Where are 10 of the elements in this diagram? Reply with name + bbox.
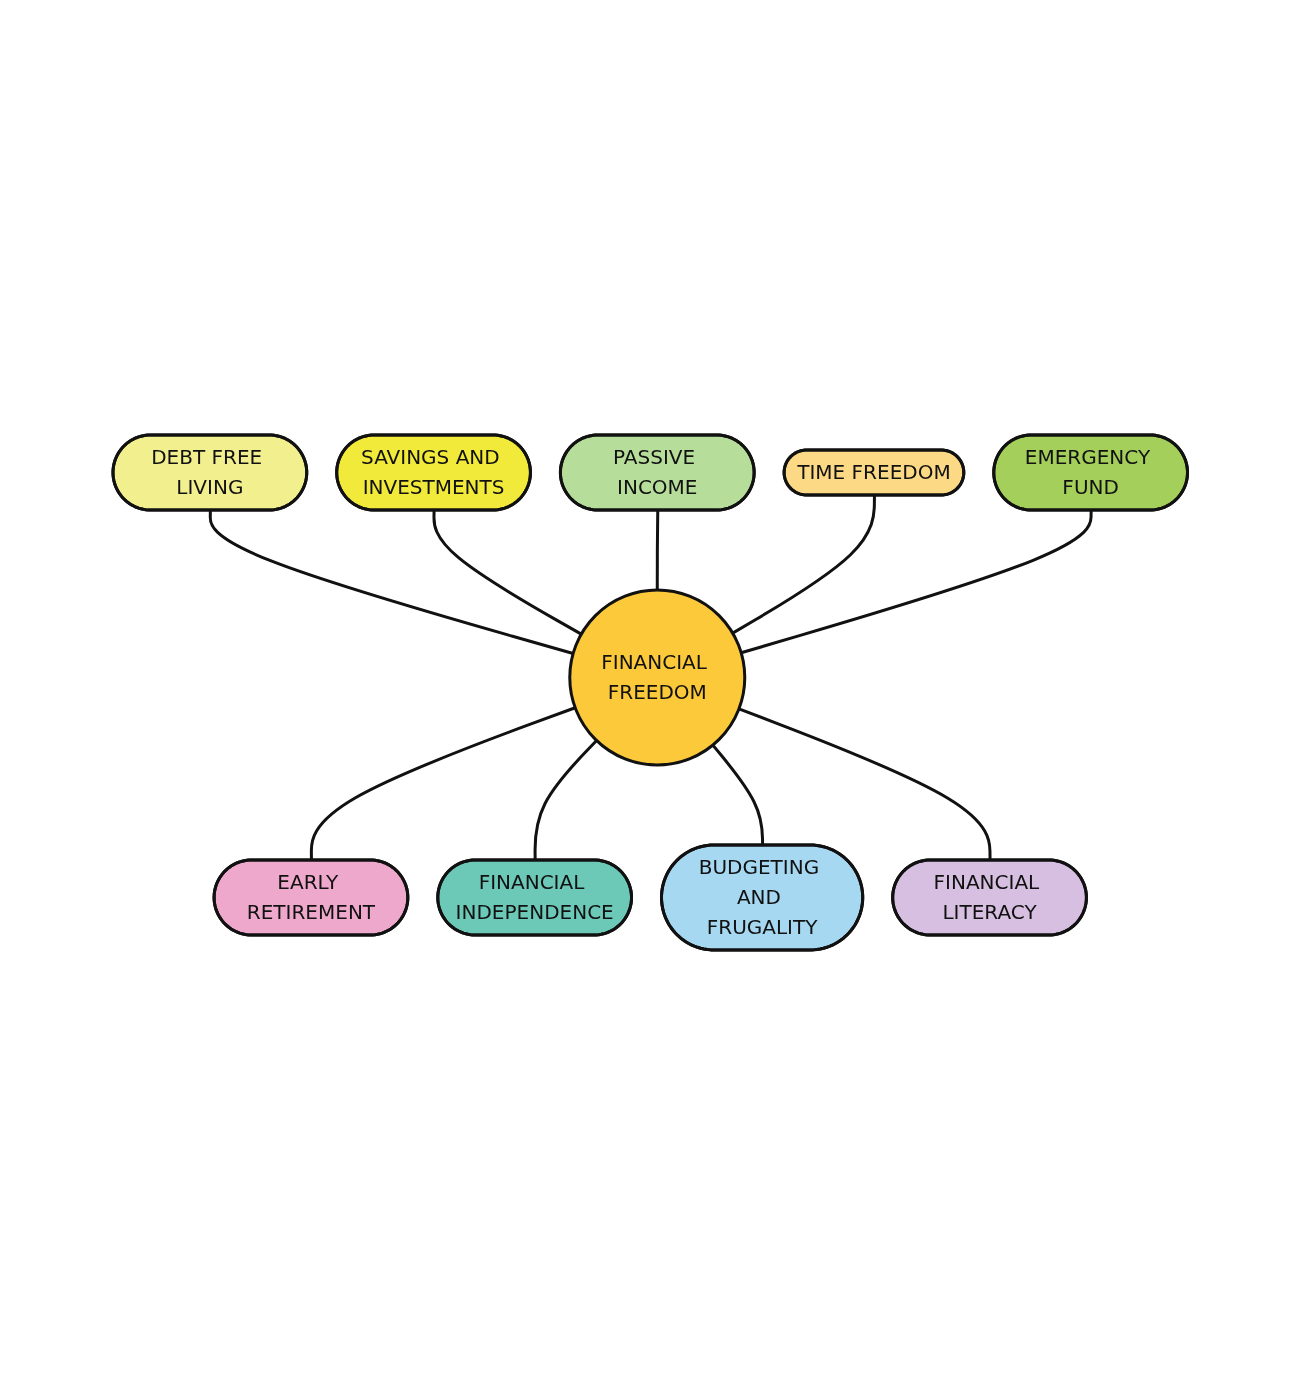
connector <box>533 739 598 860</box>
node-circle: FINANCIAL FREEDOM <box>568 588 746 766</box>
connector <box>740 509 1093 654</box>
connector <box>711 743 764 845</box>
connector <box>208 510 574 655</box>
connector <box>432 509 582 635</box>
connector <box>731 495 876 634</box>
connector <box>309 705 576 860</box>
connector <box>738 706 992 860</box>
connector <box>655 510 659 590</box>
